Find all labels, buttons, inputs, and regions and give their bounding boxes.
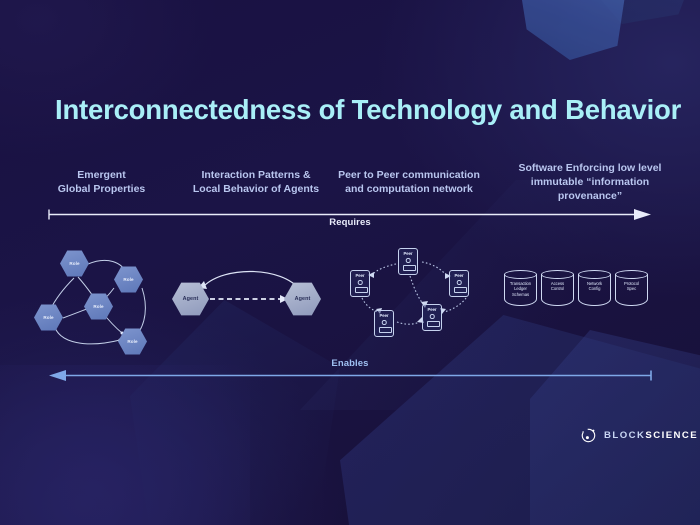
cylinder-body	[578, 274, 611, 306]
peer-circle-icon	[405, 258, 411, 263]
data-store-cylinder: Protocol Spec	[615, 270, 648, 310]
cylinder-top	[578, 270, 611, 279]
cylinder-body	[504, 274, 537, 306]
data-store-label: Network Config	[586, 281, 602, 292]
peer-node: Peer	[449, 270, 469, 297]
diagram-peer-network: Peer Peer Peer Peer Peer	[344, 248, 478, 348]
cylinder-top	[504, 270, 537, 279]
diagram-agent-interaction: Agent Agent	[172, 268, 322, 328]
column-heading-software-enforcing: Software Enforcing low level immutable “…	[518, 162, 662, 202]
cylinder-top	[541, 270, 574, 279]
data-store-label: Transaction Ledger Schemas	[509, 281, 532, 297]
requires-arrow-icon	[48, 209, 651, 220]
peer-node-label: Peer	[427, 306, 437, 312]
background-glow-top-left	[0, 0, 220, 160]
data-store-label: Protocol Spec	[624, 281, 639, 292]
data-store-cylinder: Network Config	[578, 270, 611, 310]
diagram-role-network: Role Role Role Role Role	[32, 248, 172, 360]
peer-circle-icon	[381, 320, 387, 325]
logo-wordmark: BLOCKSCIENCE	[604, 430, 698, 441]
peer-node-label: Peer	[355, 272, 365, 278]
background-hexagon-secondary	[580, 0, 700, 24]
column-heading-interaction-patterns: Interaction Patterns & Local Behavior of…	[192, 169, 320, 195]
logo-word-science: SCIENCE	[645, 430, 699, 441]
peer-node-label: Peer	[403, 250, 413, 256]
diagram-data-stores: Transaction Ledger Schemas Access Contro…	[504, 270, 650, 318]
column-heading-peer-to-peer: Peer to Peer communication and computati…	[338, 169, 480, 195]
cylinder-body	[541, 274, 574, 306]
data-store-label: Access Control	[550, 281, 565, 292]
peer-node-label: Peer	[379, 312, 389, 318]
background-glow-bottom-left	[0, 365, 250, 525]
orbit-icon	[581, 428, 596, 443]
cylinder-top	[615, 270, 648, 279]
peer-node: Peer	[398, 248, 418, 275]
peer-screen-icon	[378, 327, 392, 333]
peer-circle-icon	[456, 280, 462, 285]
peer-screen-icon	[453, 287, 467, 293]
peer-circle-icon	[357, 280, 363, 285]
data-store-cylinder: Access Control	[541, 270, 574, 310]
background-hexagon-primary	[518, 0, 626, 60]
brand-logo: BLOCKSCIENCE	[580, 427, 698, 444]
logo-word-block: BLOCK	[604, 430, 646, 441]
peer-node: Peer	[374, 310, 394, 337]
requires-arrow-label: Requires	[329, 217, 371, 228]
peer-screen-icon	[426, 321, 440, 327]
cylinder-body	[615, 274, 648, 306]
data-store-cylinder: Transaction Ledger Schemas	[504, 270, 537, 310]
agent-node: Agent	[172, 282, 209, 316]
peer-node: Peer	[422, 304, 442, 331]
slide-title: Interconnectedness of Technology and Beh…	[55, 94, 682, 125]
enables-arrow-icon	[49, 370, 652, 381]
peer-node: Peer	[350, 270, 370, 297]
column-heading-emergent-global-properties: Emergent Global Properties	[57, 169, 146, 195]
peer-node-label: Peer	[454, 272, 464, 278]
enables-arrow-label: Enables	[331, 358, 369, 369]
peer-screen-icon	[402, 265, 416, 271]
peer-circle-icon	[429, 314, 435, 319]
peer-screen-icon	[354, 287, 368, 293]
